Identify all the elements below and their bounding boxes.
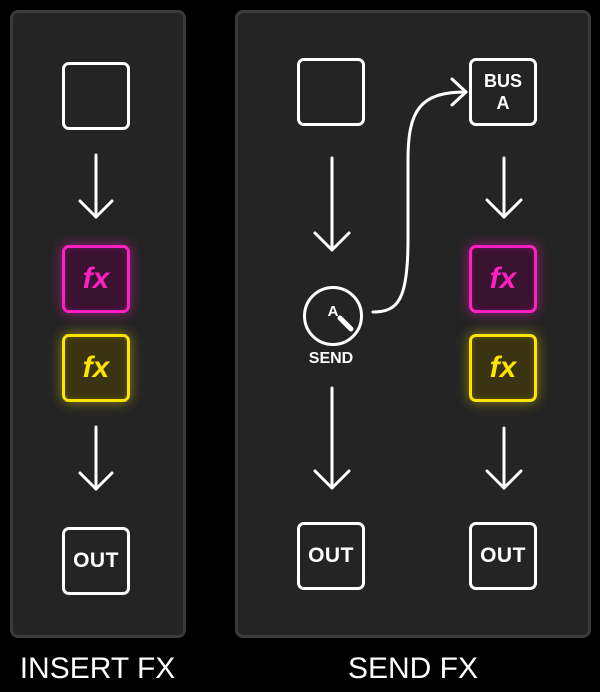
insert-fx-yellow-box: fx — [62, 334, 130, 402]
insert-arrow-1-icon — [78, 153, 114, 219]
send-fx-caption: SEND FX — [347, 652, 479, 685]
insert-fx-yellow-label: fx — [82, 351, 110, 384]
send-label: SEND — [308, 350, 354, 367]
insert-fx-pink-label: fx — [82, 262, 110, 295]
send-curve-arrow-icon — [371, 77, 468, 314]
send-fx-pink-label: fx — [489, 262, 517, 295]
knob-indicator-icon — [337, 315, 354, 332]
send-knob-letter: A — [327, 303, 339, 320]
bus-label-line1: BUS — [483, 71, 522, 91]
bus-a-box: BUS A — [469, 58, 537, 126]
insert-out-label: OUT — [73, 549, 119, 572]
send-fx-pink-box: fx — [469, 245, 537, 313]
send-arrow-1-icon — [313, 156, 351, 252]
bus-arrow-1-icon — [485, 156, 523, 219]
send-source-box — [297, 58, 365, 126]
insert-arrow-2-icon — [78, 425, 114, 491]
send-out-label-left: OUT — [308, 544, 354, 567]
insert-out-box: OUT — [62, 527, 130, 595]
send-out-label-right: OUT — [480, 544, 526, 567]
send-knob: A — [303, 286, 363, 346]
bus-arrow-2-icon — [485, 426, 523, 490]
send-arrow-2-icon — [313, 386, 351, 490]
insert-fx-panel — [10, 10, 186, 638]
send-out-box-right: OUT — [469, 522, 537, 590]
send-fx-yellow-label: fx — [489, 351, 517, 384]
send-out-box-left: OUT — [297, 522, 365, 590]
send-fx-panel — [235, 10, 591, 638]
send-fx-yellow-box: fx — [469, 334, 537, 402]
insert-fx-caption: INSERT FX — [19, 652, 176, 685]
insert-source-box — [62, 62, 130, 130]
insert-fx-pink-box: fx — [62, 245, 130, 313]
bus-label-line2: A — [496, 93, 510, 113]
